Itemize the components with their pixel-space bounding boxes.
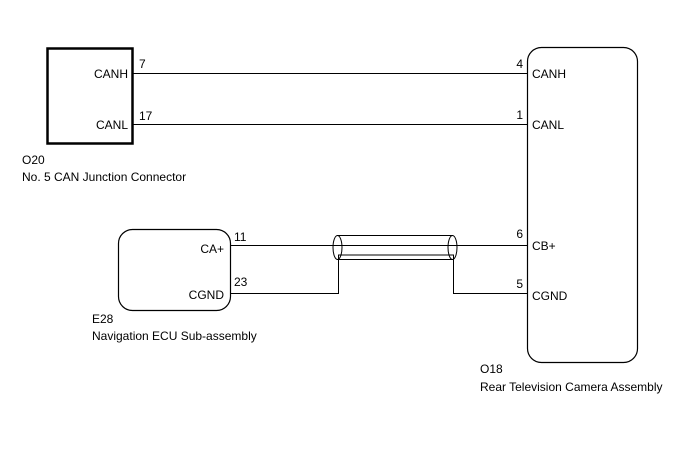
e28-pin-caplus-label: CA+ (200, 242, 224, 256)
wire-video-ground (230, 254, 527, 294)
o18-pin-cbplus-label: CB+ (532, 239, 556, 253)
e28-pin-caplus-number: 11 (234, 230, 247, 244)
o20-pin-canl-label: CANL (96, 118, 128, 132)
e28-pin-cgnd-label: CGND (189, 288, 225, 302)
o18-pin-canl-number: 1 (516, 108, 523, 122)
e28-navigation-ecu-box (117, 228, 232, 312)
o18-pin-canh-number: 4 (516, 57, 523, 71)
o20-pin-canl-number: 17 (139, 109, 153, 123)
shield-symbol (332, 235, 458, 260)
e28-name-label: Navigation ECU Sub-assembly (92, 329, 257, 343)
e28-code-label: E28 (92, 312, 114, 326)
o20-pin-canh-number: 7 (139, 57, 146, 71)
o18-code-label: O18 (480, 362, 503, 376)
o18-camera-box (526, 46, 639, 364)
o18-pin-cgnd-label: CGND (532, 289, 568, 303)
o18-name-label: Rear Television Camera Assembly (480, 380, 663, 394)
o18-pin-cbplus-number: 6 (516, 227, 523, 241)
o18-pin-cgnd-number: 5 (516, 277, 523, 291)
o20-pin-canh-label: CANH (94, 67, 128, 81)
o20-connector-box (46, 47, 134, 145)
o18-pin-canl-label: CANL (532, 118, 564, 132)
o18-pin-canh-label: CANH (532, 67, 566, 81)
e28-pin-cgnd-number: 23 (234, 275, 248, 289)
o20-name-label: No. 5 CAN Junction Connector (22, 170, 186, 184)
o20-code-label: O20 (22, 153, 45, 167)
